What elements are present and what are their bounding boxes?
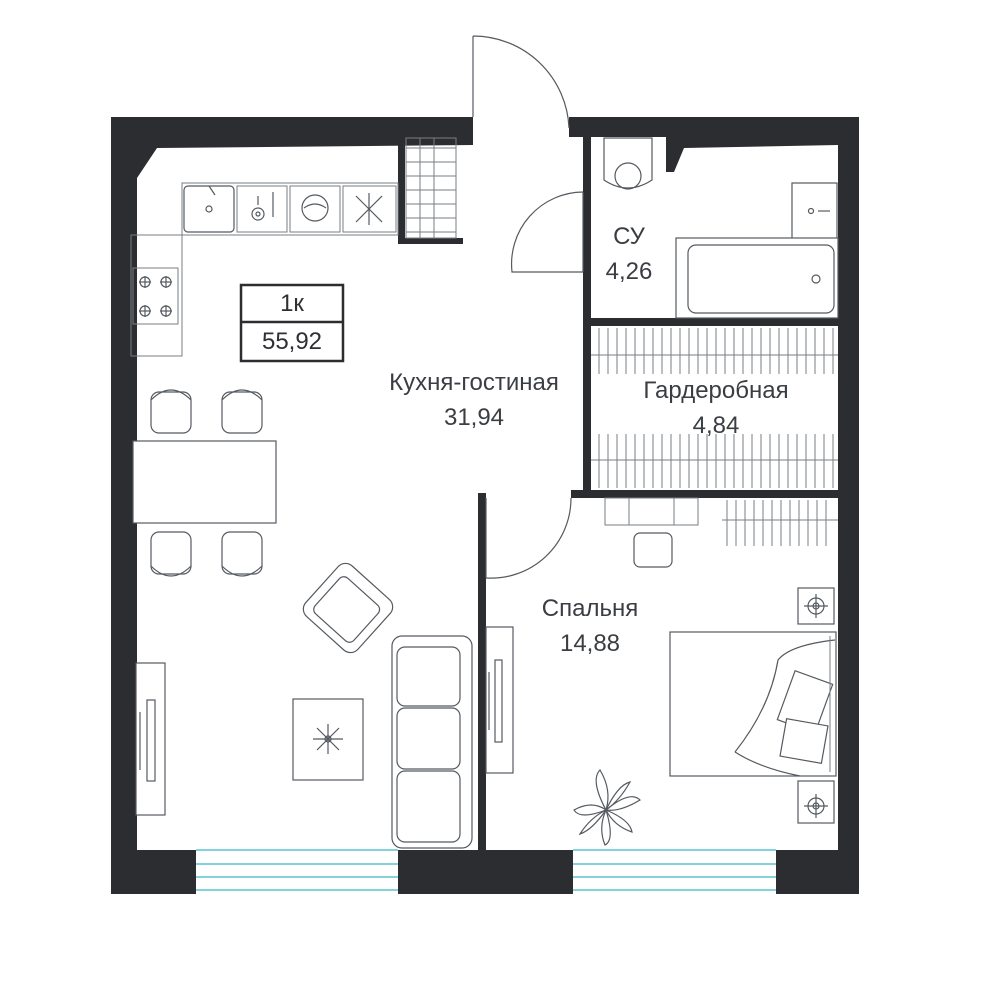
kitchen-counter (130, 182, 399, 357)
room-name-bathroom: СУ (613, 223, 646, 250)
room-labels: Кухня-гостиная 31,94 СУ 4,26 Гардеробная… (389, 223, 788, 657)
chair (221, 389, 263, 434)
window-bedroom (573, 849, 776, 894)
bathroom-fixtures (603, 137, 839, 319)
chair (150, 389, 192, 434)
tv-stand (135, 662, 166, 816)
coffee-table (292, 698, 364, 781)
room-name-kitchen-living: Кухня-гостиная (389, 369, 559, 396)
bedroom-shelves (722, 500, 838, 546)
entrance-shelves (405, 137, 457, 239)
sofa (391, 635, 473, 849)
plant-icon (313, 724, 343, 754)
bathroom-door (510, 191, 584, 273)
stove-icon (132, 267, 179, 325)
apartment-badge: 1к 55,92 (239, 283, 345, 363)
armchair (302, 562, 394, 654)
sink-icon (183, 185, 235, 233)
tv-stand (485, 626, 514, 774)
toilet-icon (603, 137, 653, 190)
apartment-total-area: 55,92 (262, 328, 322, 355)
room-area-kitchen-living: 31,94 (444, 404, 504, 431)
bathtub-icon (675, 237, 839, 319)
desk (604, 497, 699, 568)
room-area-wardrobe: 4,84 (693, 412, 740, 439)
bedroom-furniture (485, 497, 838, 846)
nightstand-lamp-icon (797, 780, 835, 824)
washing-machine-icon (289, 185, 341, 233)
wardrobe-racks (591, 328, 838, 488)
bedroom-door (485, 497, 572, 579)
apartment-type: 1к (280, 290, 304, 317)
doors (472, 35, 584, 579)
dining-set (132, 389, 277, 577)
window-kitchen (196, 849, 398, 894)
entrance-door (472, 35, 570, 129)
chair (221, 531, 263, 577)
plant-icon (573, 769, 641, 846)
room-area-bathroom: 4,26 (606, 258, 653, 285)
washbasin (791, 182, 838, 240)
windows (196, 849, 776, 894)
room-area-bedroom: 14,88 (560, 630, 620, 657)
chair (150, 531, 192, 577)
nightstand-lamp-icon (797, 587, 835, 625)
walls (111, 117, 859, 894)
room-name-bedroom: Спальня (542, 595, 638, 622)
room-name-wardrobe: Гардеробная (643, 377, 788, 404)
fridge-icon (342, 185, 397, 233)
bed (669, 631, 837, 777)
dishwasher-icon (236, 185, 288, 233)
